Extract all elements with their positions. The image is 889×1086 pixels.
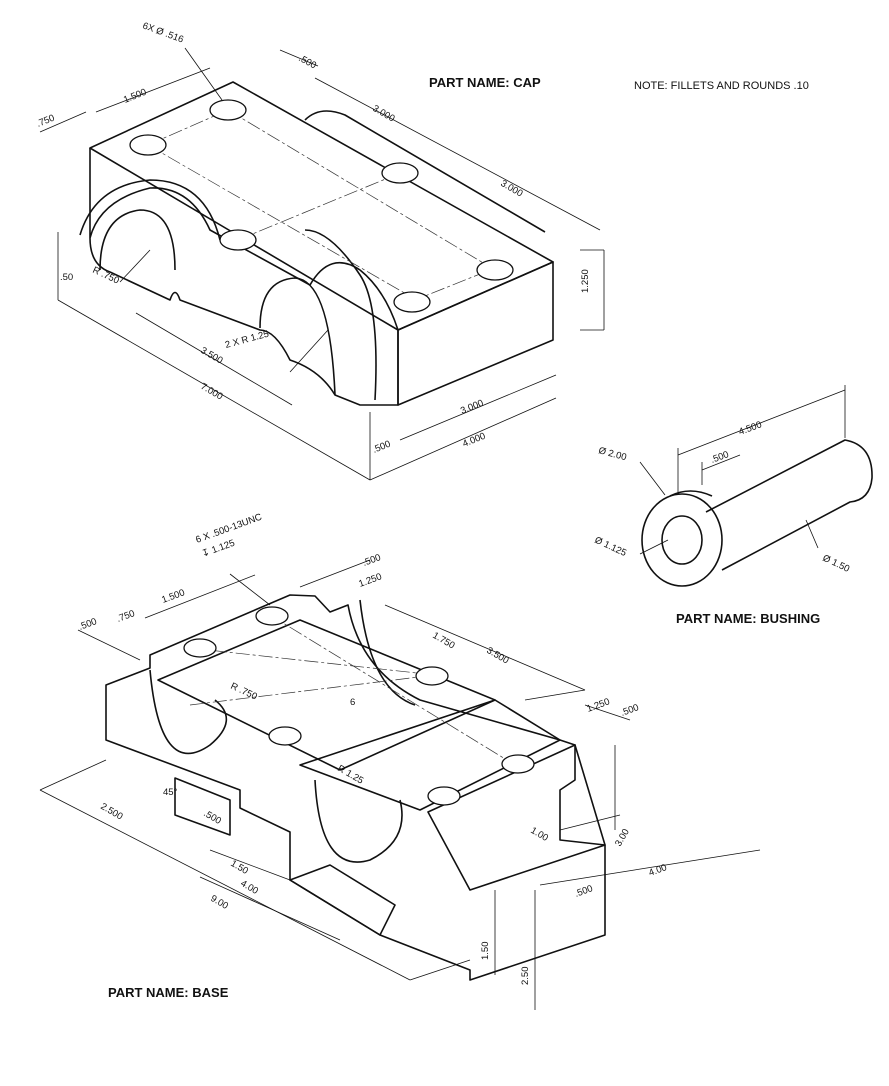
cap-hole-2	[209, 99, 247, 121]
base-dim-3500: 3.500	[485, 645, 511, 666]
cap-arch-right-outer	[304, 229, 377, 401]
bushing-dim-dia150: Ø 1.50	[821, 553, 852, 575]
cap-dim-500: .500	[297, 53, 318, 71]
base-dim-900: 9.00	[209, 893, 231, 912]
bushing-dim-4500: 4.500	[737, 419, 763, 437]
cap-right-face	[397, 261, 554, 406]
base-dim-150: 1.50	[229, 858, 251, 877]
base-saddle-large	[314, 779, 403, 863]
base-dim-r750: R .750	[229, 681, 259, 703]
base-dim-2500: 2.500	[99, 801, 125, 822]
cap-back-edge	[304, 110, 546, 233]
bushing-body	[705, 439, 873, 571]
bushing-dim-dia1125: Ø 1.125	[593, 535, 628, 559]
cap-arch-left-outer	[79, 179, 221, 241]
cap-title: PART NAME: CAP	[429, 75, 541, 90]
cap-dim-4000: 4.000	[461, 431, 487, 450]
cap-isometric-view: 6X Ø .516 .500 1.500 .750 3.000 3.000 1.…	[35, 20, 605, 481]
cap-arch-right	[259, 277, 336, 396]
base-hole-1	[183, 638, 217, 658]
base-dim-500c: .500	[619, 702, 640, 719]
cap-dim-r125: 2 X R 1.25	[224, 329, 270, 351]
cap-hole-6	[393, 291, 431, 313]
base-outline	[105, 594, 606, 981]
base-hole-2	[255, 606, 289, 626]
base-saddle-back	[359, 599, 416, 706]
bushing-dim-dia200: Ø 2.00	[597, 445, 627, 463]
base-saddle-small	[149, 669, 228, 755]
cap-hole-4	[219, 229, 257, 251]
cap-dim-3000a: 3.000	[371, 103, 397, 124]
base-dim-100: 1.00	[529, 825, 551, 844]
base-hole-4	[268, 726, 302, 746]
base-dim-500a: .500	[361, 552, 382, 569]
bushing-isometric-view: 4.500 .500 Ø 2.00 Ø 1.125 Ø 1.50	[593, 385, 873, 587]
base-dim-150b: 1.50	[480, 942, 491, 961]
cap-dim-750: .750	[35, 113, 56, 130]
base-front-rail	[299, 699, 561, 811]
base-dim-6: 6	[350, 697, 355, 708]
base-dim-1250b: 1.250	[585, 696, 611, 714]
bushing-title: PART NAME: BUSHING	[676, 611, 821, 626]
base-dim-45: 45°	[163, 787, 178, 798]
base-dim-300: 3.00	[613, 827, 632, 849]
bushing-bore	[661, 515, 703, 565]
cap-dim-holes: 6X Ø .516	[141, 20, 185, 45]
base-dim-250: 2.50	[520, 967, 531, 986]
cap-front-face	[89, 148, 399, 406]
bushing-flange-outer	[641, 493, 723, 587]
base-dim-500d: .500	[202, 808, 224, 827]
cap-hole-1	[129, 134, 167, 156]
cap-dim-3000c: 3.000	[459, 398, 485, 417]
base-hole-5	[501, 754, 535, 774]
cap-dim-r750: R .750	[91, 265, 121, 287]
base-dim-1250a: 1.250	[357, 571, 383, 589]
cap-dim-1500: 1.500	[122, 87, 148, 106]
bushing-flange-edge	[669, 490, 713, 497]
base-dim-400b: 4.00	[647, 862, 668, 879]
cap-hole-3	[381, 162, 419, 184]
base-title: PART NAME: BASE	[108, 985, 229, 1000]
cap-dim-3500: 3.500	[199, 345, 225, 366]
base-dim-750: .750	[115, 608, 136, 625]
cap-hole-5	[476, 259, 514, 281]
base-hole-6	[427, 786, 461, 806]
base-hole-3	[415, 666, 449, 686]
cap-dim-3000b: 3.000	[499, 178, 525, 199]
base-dim-500b: .500	[77, 616, 98, 633]
base-tab	[289, 864, 396, 936]
bushing-dim-500: .500	[709, 449, 730, 466]
cap-arch-left	[99, 209, 176, 271]
cap-dim-1250: 1.250	[580, 269, 591, 293]
base-isometric-view: 6 X .500-13UNC ↧ 1.125 .500 1.250 1.500 …	[39, 512, 761, 1010]
cap-dim-7000: 7.000	[199, 381, 225, 402]
fillets-note: NOTE: FILLETS AND ROUNDS .10	[634, 80, 809, 92]
base-slot	[174, 777, 231, 836]
base-dim-500e: .500	[573, 883, 594, 900]
cap-dim-50: .50	[60, 272, 73, 283]
cap-dim-500b: .500	[371, 439, 392, 456]
base-dim-1750: 1.750	[431, 630, 457, 651]
